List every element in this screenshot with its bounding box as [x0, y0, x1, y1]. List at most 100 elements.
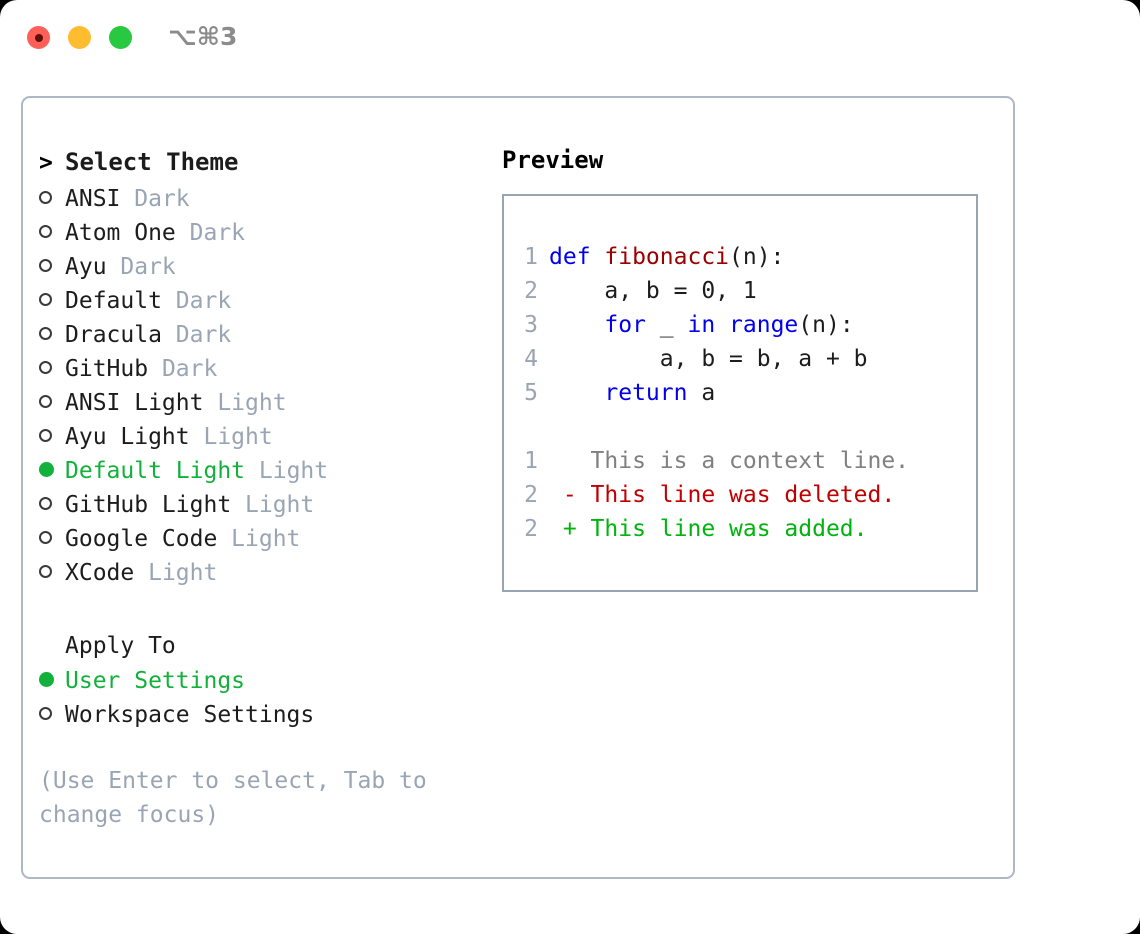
radio-unselected-icon — [39, 497, 52, 510]
theme-list-item[interactable]: GitHub Light Light — [39, 488, 509, 522]
theme-name-label: Default Light — [65, 458, 259, 484]
radio-unselected-icon — [39, 293, 52, 306]
diff-sign: - — [549, 482, 591, 508]
diff-text: This line was added. — [590, 516, 868, 542]
line-number: 1 — [524, 244, 538, 270]
theme-variant-label: Light — [258, 458, 329, 484]
theme-variant-label: Dark — [189, 220, 246, 246]
theme-list-item[interactable]: XCode Light — [39, 556, 509, 590]
theme-variant-label: Dark — [161, 356, 218, 382]
line-number: 2 — [524, 278, 538, 304]
code-token: a, b = b, a + b — [549, 346, 868, 372]
apply-to-header: Apply To — [65, 633, 176, 659]
apply-to-item[interactable]: User Settings — [39, 664, 509, 698]
theme-name-label: Dracula — [65, 322, 176, 348]
code-line: 4 a, b = b, a + b — [522, 342, 909, 376]
line-number: 5 — [524, 380, 538, 406]
diff-text: This is a context line. — [590, 448, 910, 474]
code-token: fibonacci — [604, 244, 730, 270]
theme-list-item[interactable]: Ayu Dark — [39, 250, 509, 284]
apply-to-label: User Settings — [65, 668, 246, 694]
theme-name-label: ANSI — [65, 186, 135, 212]
code-line: 5 return a — [522, 376, 909, 410]
code-line: 2 a, b = 0, 1 — [522, 274, 909, 308]
theme-name-label: Ayu — [65, 254, 121, 280]
theme-name-label: XCode — [65, 560, 149, 586]
diff-sign: + — [549, 516, 591, 542]
radio-unselected-icon — [39, 531, 52, 544]
diff-line: 2 - This line was deleted. — [522, 478, 909, 512]
radio-selected-icon — [39, 462, 54, 477]
code-token: return — [604, 380, 702, 406]
maximize-button[interactable] — [109, 26, 132, 49]
code-token: _ — [659, 312, 688, 338]
theme-name-label: ANSI Light — [65, 390, 218, 416]
theme-list-item[interactable]: Google Code Light — [39, 522, 509, 556]
code-token: range — [729, 312, 799, 338]
line-number: 1 — [524, 448, 538, 474]
theme-list-item[interactable]: ANSI Light Light — [39, 386, 509, 420]
radio-unselected-icon — [39, 707, 52, 720]
theme-variant-label: Dark — [175, 288, 232, 314]
radio-unselected-icon — [39, 361, 52, 374]
radio-unselected-icon — [39, 565, 52, 578]
radio-unselected-icon — [39, 259, 52, 272]
apply-to-item[interactable]: Workspace Settings — [39, 698, 509, 732]
diff-line: 2 + This line was added. — [522, 512, 909, 546]
line-number: 3 — [524, 312, 538, 338]
line-number: 2 — [524, 482, 538, 508]
theme-variant-label: Dark — [120, 254, 176, 280]
code-token: a — [701, 380, 716, 406]
preview-title: Preview — [502, 146, 604, 174]
theme-variant-label: Light — [217, 390, 287, 416]
theme-variant-label: Dark — [175, 322, 232, 348]
diff-line: 1 This is a context line. — [522, 444, 909, 478]
radio-unselected-icon — [39, 327, 52, 340]
code-token: a, b = 0, 1 — [549, 278, 757, 304]
minimize-button[interactable] — [68, 26, 91, 49]
keyboard-hint-text: (Use Enter to select, Tab to change focu… — [39, 768, 427, 828]
theme-name-label: Default — [65, 288, 176, 314]
theme-list-item[interactable]: ANSI Dark — [39, 182, 509, 216]
theme-variant-label: Light — [245, 492, 315, 518]
code-line: 3 for _ in range(n): — [522, 308, 909, 342]
diff-text: This line was deleted. — [590, 482, 896, 508]
theme-list-item[interactable]: Default Light Light — [39, 454, 509, 488]
apply-to-label: Workspace Settings — [65, 702, 315, 728]
theme-variant-label: Light — [203, 424, 273, 450]
diff-sign — [549, 448, 591, 474]
theme-list-item[interactable]: Dracula Dark — [39, 318, 509, 352]
close-button[interactable] — [27, 26, 50, 49]
theme-list-item[interactable]: Atom One Dark — [39, 216, 509, 250]
theme-variant-label: Dark — [134, 186, 190, 212]
theme-list-item[interactable]: Default Dark — [39, 284, 509, 318]
code-token: (n): — [729, 244, 785, 270]
radio-unselected-icon — [39, 225, 52, 238]
window-controls — [27, 26, 132, 49]
code-token — [549, 380, 604, 406]
radio-unselected-icon — [39, 191, 52, 204]
theme-name-label: Google Code — [65, 526, 232, 552]
select-theme-header: >Select Theme — [39, 146, 509, 182]
code-token: (n): — [798, 312, 854, 338]
title-bar: ⌥⌘3 — [0, 0, 1140, 80]
prompt-caret-icon: > — [39, 150, 53, 176]
code-token — [549, 312, 604, 338]
code-token: def — [549, 244, 605, 270]
code-token: for — [604, 312, 660, 338]
radio-unselected-icon — [39, 429, 52, 442]
line-number: 2 — [524, 516, 538, 542]
code-spacer — [522, 410, 909, 444]
section-spacer — [39, 590, 509, 628]
theme-variant-label: Light — [148, 560, 218, 586]
theme-list-item[interactable]: Ayu Light Light — [39, 420, 509, 454]
theme-list-item[interactable]: GitHub Dark — [39, 352, 509, 386]
